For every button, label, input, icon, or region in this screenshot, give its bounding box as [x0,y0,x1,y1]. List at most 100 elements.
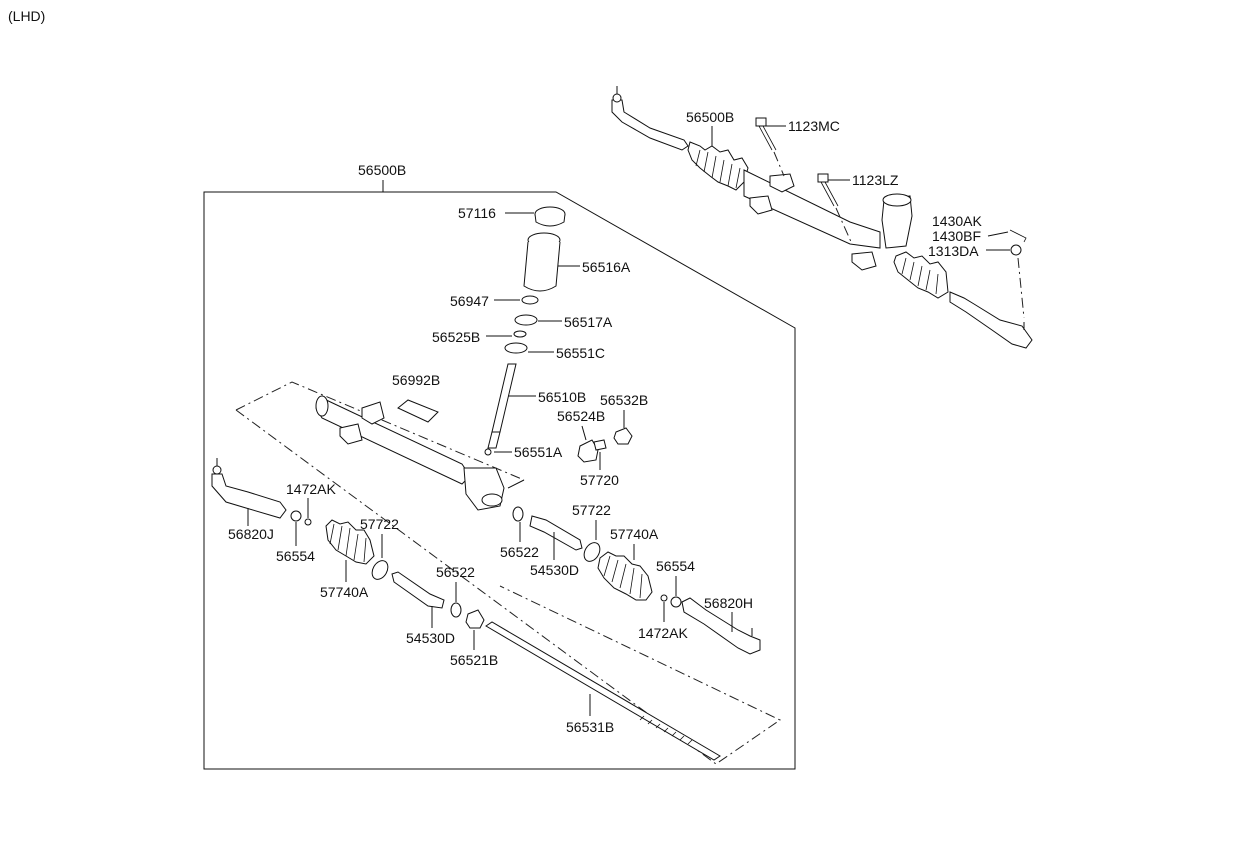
part-57740A-right [597,551,653,601]
label-56554-right: 56554 [656,558,695,574]
boundary-top [235,381,525,481]
part-57740A-left [325,519,375,565]
label-57740A-left: 57740A [320,584,369,600]
top-tie-rod-end-left [611,99,689,151]
assembled-rack-view: 56500B 1123MC 1123LZ 1430AK 1430BF 1313D… [611,86,1033,349]
top-nut-axis [1017,257,1025,319]
label-1313DA: 1313DA [928,243,979,259]
top-bolt-2-axis [835,207,853,245]
variant-label: (LHD) [8,8,45,24]
label-1123LZ: 1123LZ [852,172,899,188]
top-housing-bracket-1 [769,173,795,193]
part-57722-left [371,560,389,580]
part-1472AK-left [304,518,312,526]
part-56554-right [670,596,682,608]
label-56500B: 56500B [358,162,406,178]
part-54530D-right [529,515,583,551]
part-1472AK-right [660,594,668,602]
label-56992B: 56992B [392,372,440,388]
top-pinion-tower [881,195,913,249]
label-57740A-right: 57740A [610,526,659,542]
top-tie-rod-end-right [949,291,1033,349]
label-54530D-left: 54530D [406,630,455,646]
part-56551C [504,342,528,354]
label-56522-right: 56522 [500,544,539,560]
part-56524B [577,439,599,463]
label-56510B: 56510B [538,389,586,405]
leader-housing [507,479,525,489]
label-57722-right: 57722 [572,502,611,518]
part-56554-left [290,510,302,522]
top-housing-bracket-3 [851,251,877,271]
part-56522-left [450,602,462,618]
label-56522-left: 56522 [436,564,475,580]
part-56516A-body [523,241,561,292]
part-57740A-right-ribs [603,555,643,599]
top-bolt-2-head [817,173,829,183]
top-bolt-1-axis [773,151,785,177]
label-56517A: 56517A [564,314,613,330]
top-bolt-1-head [755,117,767,127]
label-57722-left: 57722 [360,516,399,532]
part-56522-right [512,506,524,522]
part-housing-end [315,395,329,417]
label-56531B: 56531B [566,719,614,735]
top-housing-bracket-2 [749,195,773,215]
exploded-view: 56500B 57116 56516A 56947 56517A 56525B … [203,162,796,770]
top-boot-left-ribs [695,149,741,189]
part-57740A-left-ribs [329,523,367,563]
top-tie-rod-ball-left [612,93,622,103]
part-56531B-teeth [639,715,693,745]
label-1123MC: 1123MC [788,118,840,134]
top-bolt-1-shank [758,125,777,151]
part-57722-right [583,542,601,562]
part-56510B-shaft [491,363,517,433]
top-cotter-pin [1009,229,1027,243]
part-56820H [681,597,761,655]
part-54530D-left [391,571,445,609]
label-56820J: 56820J [228,526,274,542]
part-housing-bracket-1 [361,401,385,425]
part-56820J-ball [212,465,222,475]
part-56532B [613,427,633,445]
label-57720: 57720 [580,472,619,488]
part-57116-body [534,213,566,227]
part-56531B [485,621,721,761]
leader-56524B [581,425,587,441]
label-56516A: 56516A [582,259,631,275]
part-56521B [465,609,485,629]
part-56820J [211,473,287,519]
part-56517A [514,314,538,326]
label-1472AK-right: 1472AK [638,625,688,641]
part-56510B-gear [487,431,501,449]
top-label-56500B: 56500B [686,109,734,125]
part-57720 [593,439,607,451]
label-1472AK-left: 1472AK [286,481,336,497]
label-56532B: 56532B [600,392,648,408]
boundary-bottom [235,409,781,765]
part-56551A [484,448,492,456]
label-56820H: 56820H [704,595,753,611]
part-pinion-port [481,493,503,507]
part-56992B [397,399,439,423]
label-56525B: 56525B [432,329,480,345]
label-1430BF: 1430BF [932,228,981,244]
part-56947 [521,295,539,305]
label-56551A: 56551A [514,444,563,460]
leader-1430 [987,231,1009,237]
label-54530D-right: 54530D [530,562,579,578]
label-56554-left: 56554 [276,548,315,564]
label-57116: 57116 [458,205,496,221]
part-housing-bracket-2 [339,423,363,445]
exploded-view-frame [203,191,796,770]
label-56947: 56947 [450,293,489,309]
label-56551C: 56551C [556,345,605,361]
label-56524B: 56524B [557,408,605,424]
top-boot-right [893,251,949,299]
top-castle-nut [1010,244,1022,256]
label-56521B: 56521B [450,652,498,668]
part-rack-housing [315,397,471,485]
top-pinion-cap [882,193,912,207]
label-1430AK: 1430AK [932,213,982,229]
